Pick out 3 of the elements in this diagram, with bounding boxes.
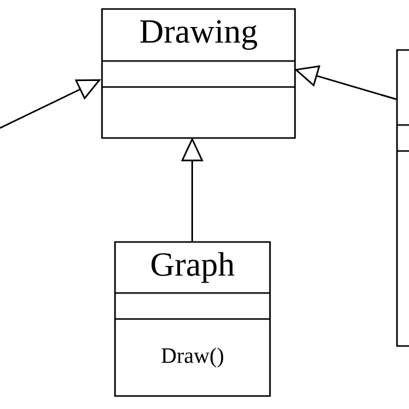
class-box: [396, 49, 409, 347]
class-box: Drawing: [101, 8, 296, 139]
class-box: Graph Draw(): [114, 241, 271, 397]
